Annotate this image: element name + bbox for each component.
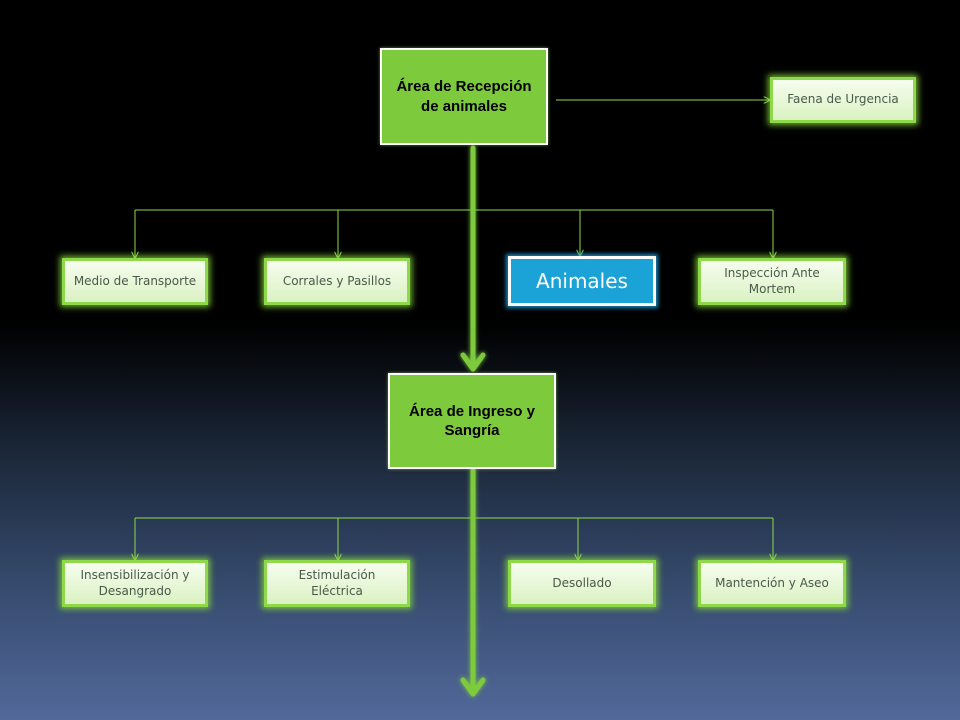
node-inspeccion-label: Inspección Ante Mortem — [724, 265, 820, 296]
node-estimulacion-label: Estimulación Eléctrica — [298, 567, 376, 598]
node-estimulacion-electrica: Estimulación Eléctrica — [264, 560, 410, 607]
node-medio-transporte-label: Medio de Transporte — [73, 273, 197, 288]
node-medio-transporte: Medio de Transporte — [62, 258, 208, 305]
node-corrales-pasillos-label: Corrales y Pasillos — [282, 273, 392, 288]
node-desollado-label: Desollado — [552, 575, 612, 590]
node-recepcion-label: Área de Recepción de animales — [396, 78, 532, 115]
node-mantencion-label: Mantención y Aseo — [715, 575, 829, 590]
node-insensibilizacion-label: Insensibilización y Desangrado — [80, 567, 190, 598]
node-animales-label: Animales — [536, 269, 628, 293]
node-animales: Animales — [508, 256, 656, 306]
node-desollado: Desollado — [508, 560, 656, 607]
flow-arrow-lower-head — [460, 677, 486, 697]
node-insensibilizacion-desangrado: Insensibilización y Desangrado — [62, 560, 208, 607]
node-faena-urgencia-label: Faena de Urgencia — [787, 92, 899, 107]
node-ingreso-sangria-label: Área de Ingreso y Sangría — [409, 402, 535, 440]
node-corrales-pasillos: Corrales y Pasillos — [264, 258, 410, 305]
flow-arrow-upper-head — [460, 352, 486, 372]
node-mantencion-aseo: Mantención y Aseo — [698, 560, 846, 607]
node-recepcion-animales: Área de Recepción de animales — [380, 48, 548, 145]
node-faena-urgencia: Faena de Urgencia — [770, 77, 916, 123]
node-inspeccion-ante-mortem: Inspección Ante Mortem — [698, 258, 846, 305]
node-ingreso-sangria: Área de Ingreso y Sangría — [388, 373, 556, 469]
